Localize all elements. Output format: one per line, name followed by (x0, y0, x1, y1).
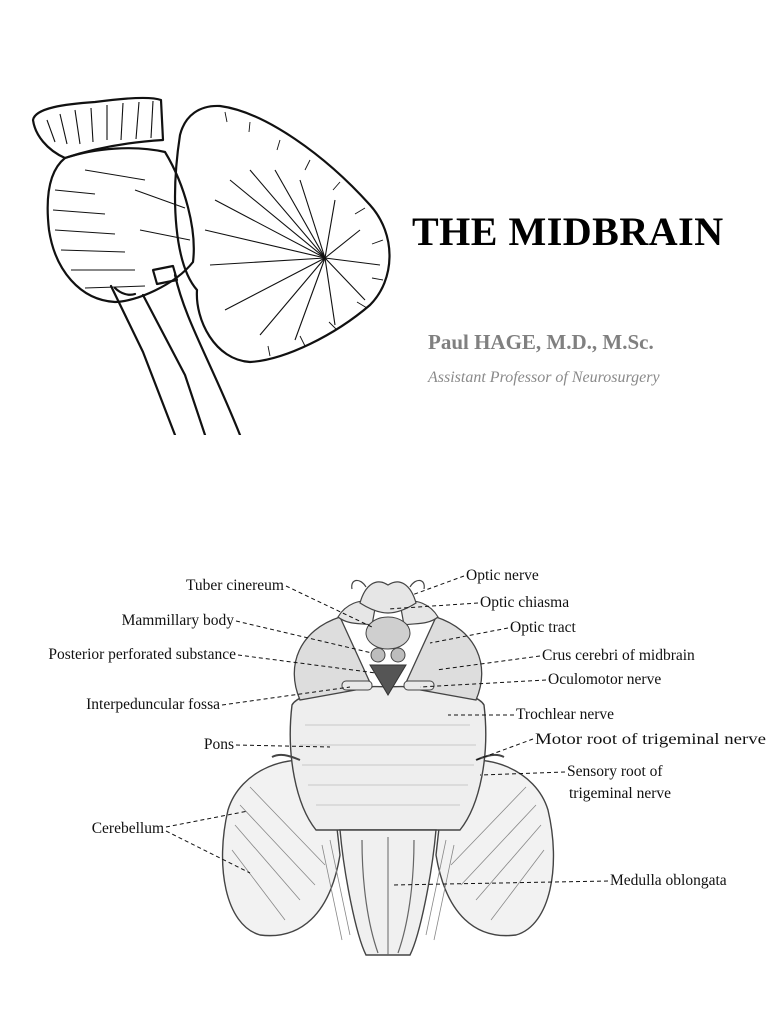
author-name: Paul HAGE, M.D., M.Sc. (428, 330, 654, 354)
label-oculomotor-nerve: Oculomotor nerve (548, 671, 661, 688)
label-optic-chiasma: Optic chiasma (480, 594, 569, 611)
brainstem-illustration (221, 579, 555, 956)
label-motor-root-trigeminal: Motor root of trigeminal nerve (535, 731, 766, 748)
leader-lines (165, 575, 609, 886)
label-pons: Pons (204, 736, 234, 753)
brainstem-sketch (31, 96, 391, 435)
label-optic-tract: Optic tract (510, 619, 577, 636)
label-crus-cerebri: Crus cerebri of midbrain (542, 647, 695, 664)
author-position: Assistant Professor of Neurosurgery (428, 369, 660, 386)
label-mammillary-body: Mammillary body (122, 612, 235, 629)
ventral-brainstem-diagram: Tuber cinereum Mammillary body Posterior… (48, 567, 766, 956)
label-tuber-cinereum: Tuber cinereum (186, 577, 284, 594)
slide-title: THE MIDBRAIN (412, 209, 724, 254)
label-sensory-root-line1: Sensory root of (567, 763, 663, 780)
label-medulla-oblongata: Medulla oblongata (610, 872, 727, 889)
label-cerebellum: Cerebellum (92, 820, 164, 837)
label-posterior-perforated-substance: Posterior perforated substance (48, 646, 236, 663)
label-optic-nerve: Optic nerve (466, 567, 539, 584)
label-interpeduncular-fossa: Interpeduncular fossa (86, 696, 220, 713)
label-trochlear-nerve: Trochlear nerve (516, 706, 614, 723)
label-sensory-root-line2: trigeminal nerve (569, 785, 671, 802)
